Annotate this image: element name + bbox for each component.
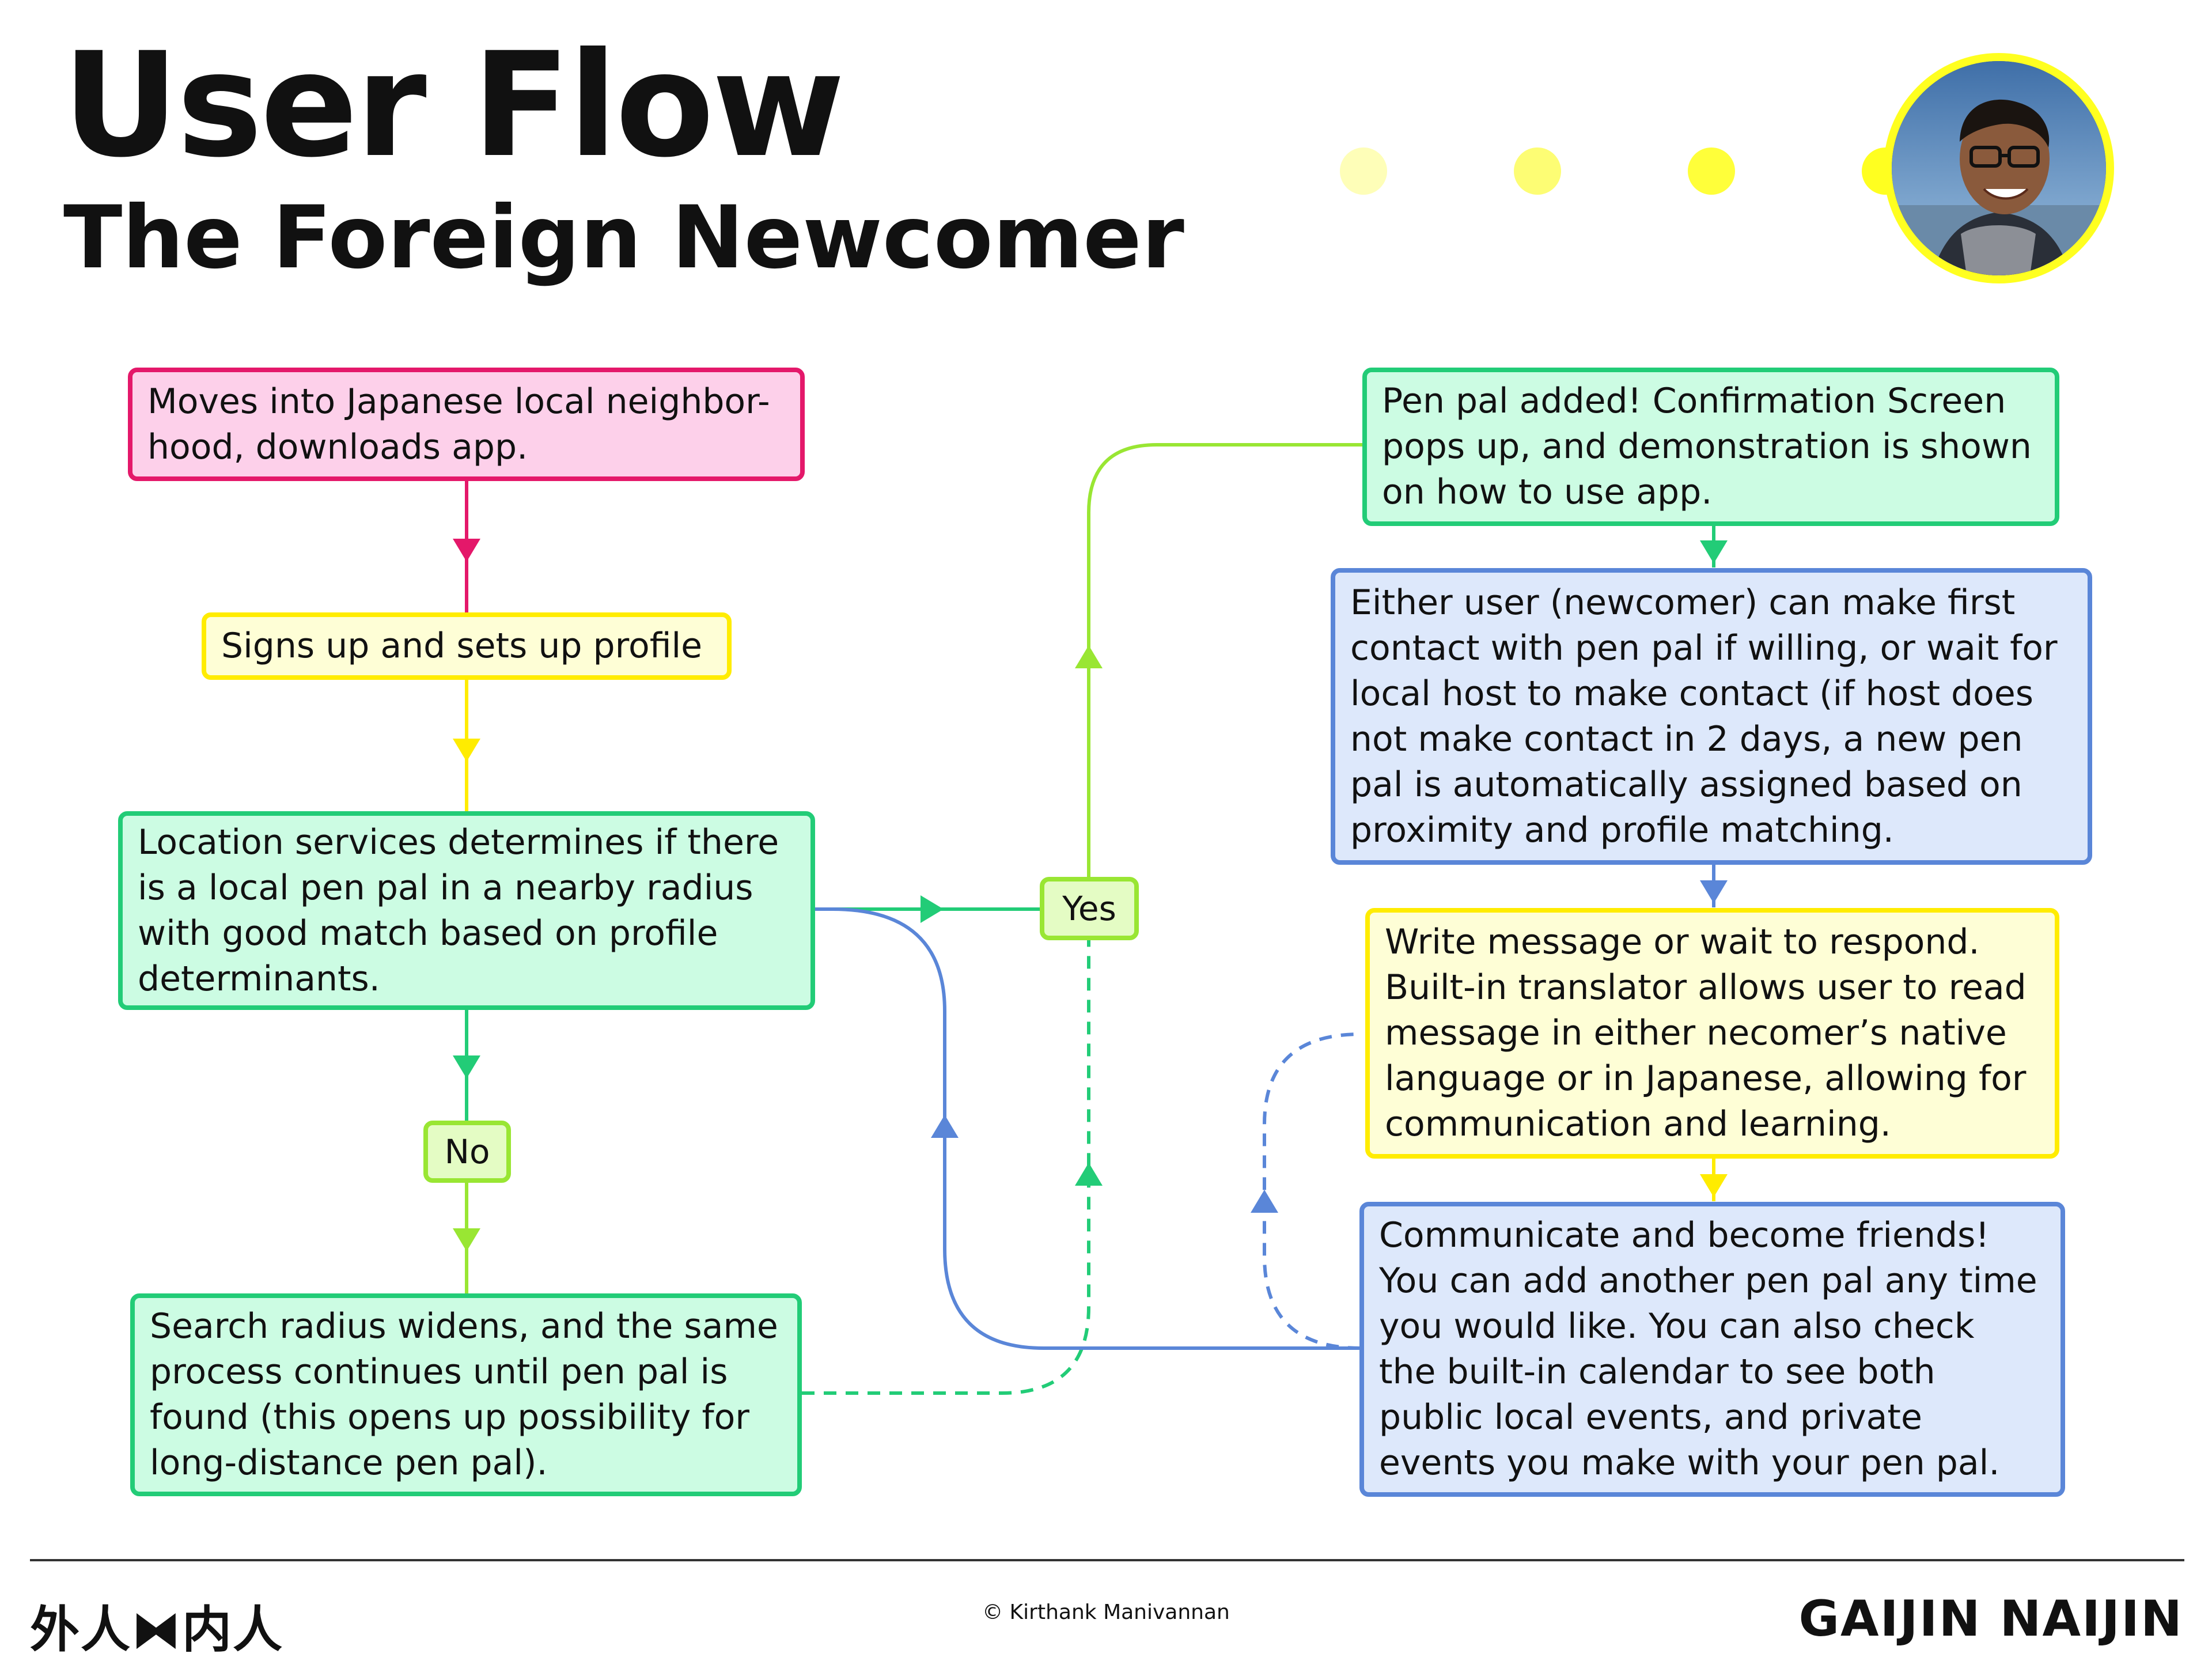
connector-friends-location	[815, 907, 1361, 1350]
node-search-radius: Search radius widens, and the same proce…	[130, 1293, 802, 1496]
node-move-in: Moves into Japanese local neighbor- hood…	[128, 368, 805, 481]
progress-dot-3	[1688, 147, 1735, 195]
node-sign-up: Signs up and sets up profile	[202, 612, 732, 680]
arrow-head-contact	[1700, 540, 1728, 563]
arrow-head-search-up	[1075, 1163, 1103, 1186]
node-become-friends-text: Communicate and become friends! You can …	[1379, 1215, 2037, 1483]
arrow-head-yes	[921, 895, 944, 923]
arrow-head-yes-up	[1075, 645, 1103, 668]
footer-logo: 外人⧓内人	[30, 1601, 283, 1659]
node-write-message: Write message or wait to respond. Built-…	[1365, 908, 2059, 1159]
arrow-head-write-up	[1251, 1190, 1278, 1213]
page-subtitle: The Foreign Newcomer	[63, 188, 1184, 288]
node-first-contact-text: Either user (newcomer) can make first co…	[1350, 582, 2058, 850]
node-pen-pal-added: Pen pal added! Confirmation Screen pops …	[1362, 368, 2059, 526]
arrow-head-signup	[453, 539, 480, 562]
label-no: No	[423, 1121, 511, 1183]
arrow-head-write	[1700, 880, 1728, 903]
node-become-friends: Communicate and become friends! You can …	[1359, 1202, 2065, 1497]
progress-dot-1	[1340, 147, 1387, 195]
node-location-services: Location services determines if there is…	[118, 811, 815, 1010]
connector-yes-added	[1087, 443, 1365, 879]
arrow-head-friends	[1700, 1174, 1728, 1197]
progress-dot-2	[1514, 147, 1561, 195]
footer-brand: GAIJIN NAIJIN	[1798, 1590, 2183, 1648]
label-yes: Yes	[1040, 877, 1139, 940]
node-location-services-text: Location services determines if there is…	[138, 822, 779, 999]
footer-copyright: © Kirthank Manivannan	[982, 1601, 1230, 1624]
node-pen-pal-added-text: Pen pal added! Confirmation Screen pops …	[1382, 381, 2032, 512]
node-search-radius-text: Search radius widens, and the same proce…	[150, 1306, 778, 1483]
connector-friends-write	[1263, 1032, 1361, 1350]
node-first-contact: Either user (newcomer) can make first co…	[1331, 568, 2092, 865]
node-sign-up-text: Signs up and sets up profile	[221, 626, 703, 666]
arrow-head-friends-up	[931, 1115, 959, 1138]
arrow-head-location	[453, 739, 480, 762]
node-write-message-text: Write message or wait to respond. Built-…	[1385, 922, 2027, 1144]
footer-divider	[30, 1559, 2184, 1561]
arrow-head-search	[453, 1228, 480, 1251]
arrow-head-no	[453, 1055, 480, 1079]
node-move-in-text: Moves into Japanese local neighbor- hood…	[147, 381, 770, 467]
connector-search-yes	[802, 940, 1090, 1395]
avatar	[1884, 53, 2114, 283]
page-title: User Flow	[62, 21, 845, 189]
